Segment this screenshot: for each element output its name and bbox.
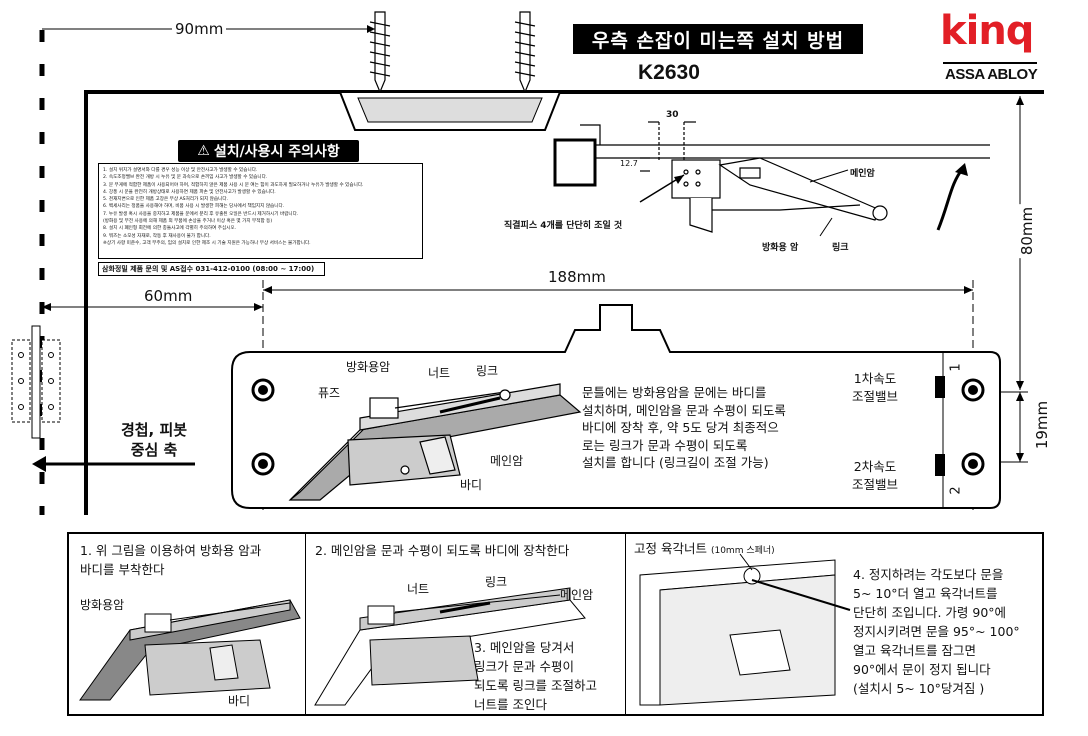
warning-line: 2. 속도조정밸브 완전 개방 시 누유 및 문 과속으로 손끼임 사고가 발생… (103, 175, 268, 181)
warning-heading: ⚠ 설치/사용시 주의사항 (178, 140, 359, 162)
step-divider (305, 532, 306, 716)
step1-text: 1. 위 그림을 이용하여 방화용 암과 바디를 부착한다 (80, 543, 262, 577)
brand-logo: kinq (940, 8, 1034, 54)
warning-icon: ⚠ (197, 143, 210, 159)
warning-line: (방화용 및 부전 사용에 의해 제품 외 부품에 손상을 주거나 이상 혹은 … (103, 219, 273, 225)
contact-info: 삼화정밀 제품 문의 및 AS접수 031-412-0100 (08:00 ~ … (98, 262, 325, 276)
dim-30: 30 (666, 110, 679, 120)
model-number: K2630 (638, 61, 700, 84)
warning-line: 6. 백세사리는 정품을 사용해야 하며, 비품 사용 시 발생한 피해는 당사… (103, 204, 285, 210)
valve2-number: 2 (948, 486, 964, 495)
step2-illustration (314, 587, 586, 706)
warning-line: 4. 강풍 시 문을 완전히 개방상태로 사용하면 제품 파손 및 안전사고가 … (103, 189, 276, 195)
dim-19: 19mm (1033, 397, 1052, 453)
screw-icon (369, 11, 536, 94)
dim-60: 60mm (141, 287, 196, 305)
steps-panel (67, 532, 1044, 716)
label-fire-arm-top: 방화용 암 (762, 243, 799, 253)
step2-text: 2. 메인암을 문과 수평이 되도록 바디에 장착한다 (315, 543, 570, 558)
label-link: 링크 (476, 364, 499, 378)
closer-illustration (288, 383, 582, 501)
label-fuse: 퓨즈 (318, 386, 341, 400)
hinge-icon (11, 325, 61, 439)
warning-line: 5. 천재지변으로 인한 제품 고장은 무상 AS처리가 되지 않습니다. (103, 197, 229, 203)
warning-line: 8. 설치 시 폐인형 회전에 의한 충돌사고에 각별히 주의하여 주십시오. (103, 226, 237, 232)
logo-divider (943, 62, 1037, 64)
step1-label-fire-arm: 방화용암 (80, 598, 125, 612)
step4-text: 4. 정지하려는 각도보다 문을 5~ 10°더 열고 육각너트를 단단히 조입… (853, 567, 1020, 696)
valve1-number: 1 (948, 363, 964, 372)
brand-sub-logo: ASSA ABLOY (945, 66, 1038, 83)
step-divider (625, 532, 626, 716)
warning-line: 1. 설치 위치가 설명서와 다를 경우 성능 이상 및 안전사고가 발생할 수… (103, 168, 258, 173)
step4-illustration (639, 553, 851, 706)
label-nut: 너트 (428, 366, 451, 380)
step4-heading: 고정 육각너트 (10mm 스페너) (634, 541, 775, 556)
rotation-arrow (936, 167, 965, 231)
dim-188: 188mm (545, 268, 609, 286)
hinge-axis-label: 경첩, 피봇 중심 축 (120, 421, 188, 459)
warning-line: 7. 누유 발생 혹시 사용을 중지하고 제품을 문에서 분리 후 유출된 오일… (103, 211, 299, 217)
dim-12-7: 12.7 (620, 159, 638, 168)
step2-label-nut: 너트 (407, 582, 430, 596)
warning-line: 3. 문 무게에 적합한 제품이 사용되어야 하며, 적합하지 않은 제품 사용… (103, 182, 364, 188)
step2-label-main-arm: 메인암 (560, 588, 594, 602)
dim-90: 90mm (172, 20, 227, 38)
label-main-arm-top: 메인암 (850, 169, 875, 179)
mounting-hole-icon (251, 378, 985, 476)
install-description: 문틀에는 방화용암을 문에는 바디를 설치하며, 메인암을 문과 수평이 되도록… (582, 385, 786, 470)
arrow-head (367, 25, 375, 33)
label-main-arm: 메인암 (490, 454, 524, 468)
step1-label-body: 바디 (228, 694, 251, 708)
valve2-marker (935, 454, 945, 476)
dim-80: 80mm (1018, 203, 1037, 259)
warning-line: ※상기 사항 미준수, 고객 부주의, 임의 설치로 인한 제조 시 기술 지원… (103, 240, 311, 246)
label-link-top: 링크 (832, 243, 849, 253)
label-fire-arm: 방화용암 (346, 360, 391, 374)
step1-illustration (79, 599, 301, 701)
label-body: 바디 (460, 478, 483, 492)
valve1-label: 1차속도 조절밸브 (852, 371, 899, 404)
screw-note: 직결피스 4개를 단단히 조일 것 (504, 221, 623, 231)
valve2-label: 2차속도 조절밸브 (852, 459, 899, 492)
step3-text: 3. 메인암을 당겨서 링크가 문과 수평이 되도록 링크를 조절하고 너트를 … (474, 640, 597, 712)
valve1-marker (935, 376, 945, 398)
step2-label-link: 링크 (485, 575, 508, 589)
warning-list: 1. 설치 위치가 설명서와 다를 경우 성능 이상 및 안전사고가 발생할 수… (98, 163, 423, 259)
top-closer-diagram (553, 121, 990, 233)
warning-line: 9. 뭐즈는 소모성 자재로, 작동 후 재사용이 불가 합니다. (103, 233, 211, 239)
page-title: 우측 손잡이 미는쪽 설치 방법 (573, 24, 863, 54)
